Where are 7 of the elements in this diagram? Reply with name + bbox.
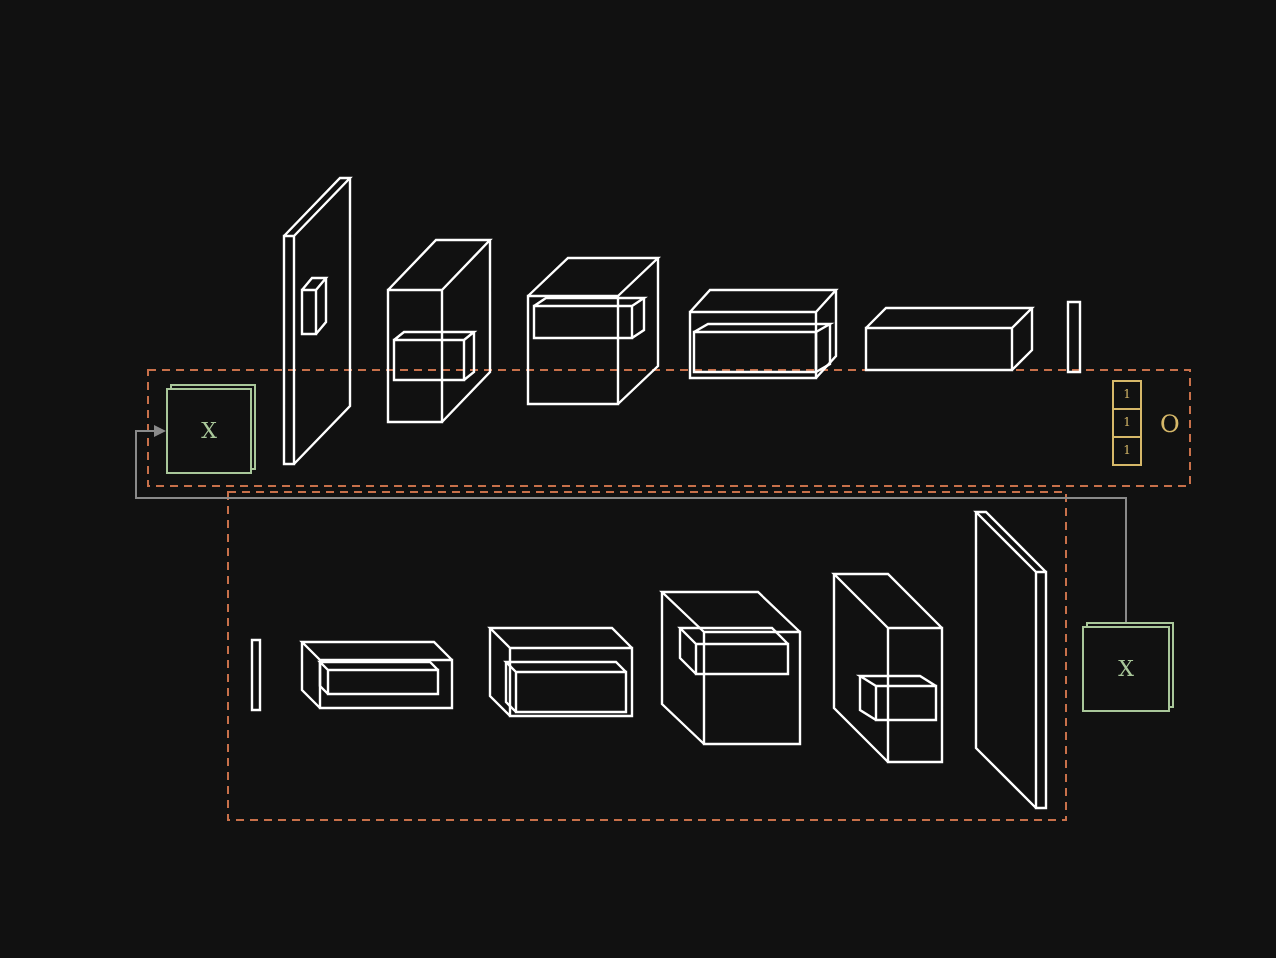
input-box bbox=[166, 388, 252, 474]
box-label: X bbox=[201, 418, 217, 444]
output-label: O bbox=[1160, 410, 1180, 438]
output-vector bbox=[1112, 382, 1142, 466]
input-box bbox=[1082, 626, 1170, 712]
box-label: X bbox=[1118, 656, 1134, 682]
connector-arrow bbox=[135, 425, 1127, 627]
